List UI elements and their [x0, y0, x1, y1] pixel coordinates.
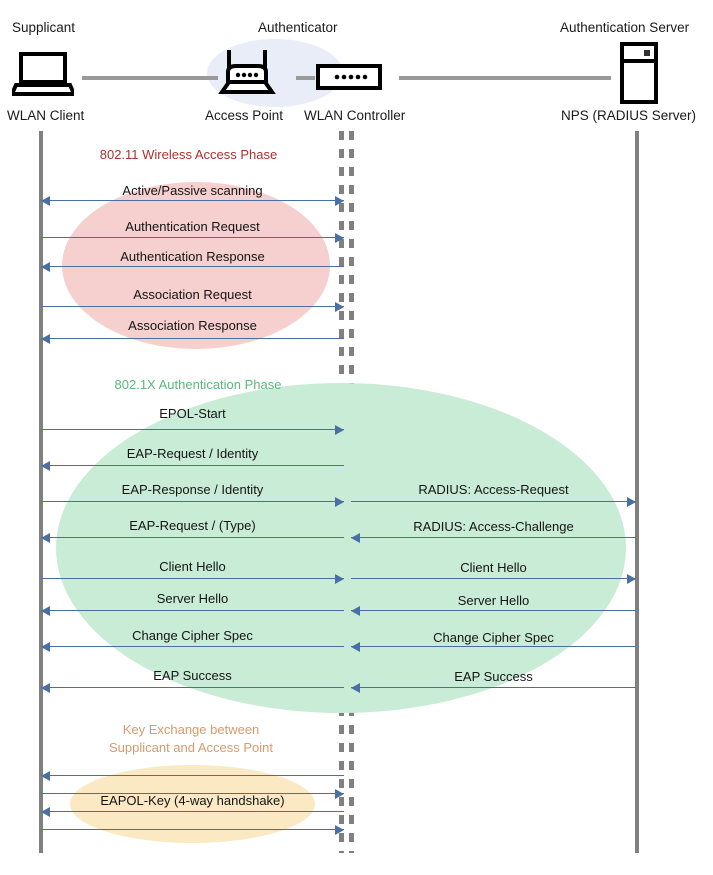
phase-key-exchange-message-arrow — [41, 793, 344, 794]
phase-8021x-arrow-head — [41, 606, 50, 616]
phase-80211-message-label: Authentication Request — [125, 219, 260, 234]
laptop-icon — [12, 52, 74, 96]
phase-8021x-message-arrow — [41, 646, 344, 647]
phase-80211-arrow-head — [41, 262, 50, 272]
phase-8021x-message-label: Server Hello — [457, 593, 530, 608]
phase-80211-message-arrow — [41, 237, 344, 238]
phase-key-exchange-message-arrow — [41, 811, 344, 812]
phase-80211-blob — [62, 182, 330, 349]
phase-8021x-arrow-head — [41, 533, 50, 543]
lifeline-authentication-server — [635, 131, 639, 853]
phase-8021x-message-arrow — [351, 578, 636, 579]
phase-8021x-message-arrow — [351, 610, 636, 611]
phase-8021x-blob — [56, 383, 626, 713]
phase-8021x-message-label: EAP-Response / Identity — [121, 482, 264, 497]
phase-8021x-message-label: Client Hello — [460, 560, 527, 575]
lifeline-supplicant — [39, 131, 43, 853]
phase-8021x-message-arrow — [351, 501, 636, 502]
phase-8021x-arrow-head — [351, 683, 360, 693]
phase-8021x-message-arrow — [41, 429, 344, 430]
phase-8021x-message-label: Client Hello — [159, 559, 226, 574]
phase-8021x-message-arrow — [351, 646, 636, 647]
phase-8021x-message-arrow — [41, 687, 344, 688]
phase-8021x-arrow-head — [41, 642, 50, 652]
phase-key-exchange-arrow-head — [335, 789, 344, 799]
wireless-access-point-icon — [218, 50, 276, 94]
phase-80211-message-arrow — [41, 266, 344, 267]
phase-80211-arrow-head — [335, 196, 344, 206]
phase-8021x-message-label: Server Hello — [156, 591, 229, 606]
phase-80211-arrow-head — [41, 196, 50, 206]
phase-8021x-message-arrow — [41, 578, 344, 579]
phase-8021x-message-arrow — [41, 537, 344, 538]
phase-80211-arrow-head — [335, 233, 344, 243]
phase-8021x-message-arrow — [41, 465, 344, 466]
phase-80211-message-arrow — [41, 200, 344, 201]
phase-8021x-arrow-head — [335, 497, 344, 507]
phase-8021x-message-label: EAP-Request / (Type) — [129, 518, 256, 533]
wire-client-to-ap — [82, 76, 218, 80]
actor-device-access-point: Access Point — [205, 108, 284, 123]
phase-8021x-message-arrow — [41, 501, 344, 502]
phase-key-exchange-arrow-head — [41, 807, 50, 817]
actor-role-supplicant: Supplicant — [12, 20, 76, 35]
actor-device-wlan-client: WLAN Client — [7, 108, 85, 123]
wire-controller-to-server — [399, 76, 611, 80]
actor-device-nps-radius-server: NPS (RADIUS Server) — [561, 108, 697, 123]
phase-80211-title: 802.11 Wireless Access Phase — [99, 147, 278, 162]
phase-8021x-arrow-head — [627, 497, 636, 507]
phase-8021x-arrow-head — [351, 606, 360, 616]
phase-80211-message-label: Association Response — [128, 318, 257, 333]
actor-device-wlan-controller: WLAN Controller — [304, 108, 406, 123]
phase-8021x-title: 802.1X Authentication Phase — [114, 377, 282, 392]
phase-8021x-message-label: Change Cipher Spec — [433, 630, 554, 645]
phase-80211-message-arrow — [41, 338, 344, 339]
actor-role-authenticator: Authenticator — [258, 20, 338, 35]
phase-8021x-message-label: EPOL-Start — [159, 406, 226, 421]
phase-8021x-arrow-head — [351, 533, 360, 543]
phase-80211-message-label: Association Request — [133, 287, 252, 302]
phase-key-exchange-message-arrow — [41, 829, 344, 830]
server-rack-icon — [620, 42, 658, 104]
phase-8021x-arrow-head — [41, 461, 50, 471]
phase-8021x-arrow-head — [335, 425, 344, 435]
phase-8021x-message-label: Change Cipher Spec — [132, 628, 253, 643]
phase-8021x-arrow-head — [627, 574, 636, 584]
phase-8021x-message-arrow — [351, 537, 636, 538]
phase-8021x-arrow-head — [351, 642, 360, 652]
phase-8021x-message-label: EAP Success — [153, 668, 232, 683]
phase-8021x-message-arrow — [351, 687, 636, 688]
phase-8021x-arrow-head — [41, 683, 50, 693]
wlan-controller-icon — [316, 64, 382, 90]
phase-8021x-message-arrow — [41, 610, 344, 611]
phase-8021x-message-label: EAP Success — [454, 669, 533, 684]
phase-key-exchange-arrow-head — [41, 771, 50, 781]
wire-ap-to-controller — [296, 76, 315, 80]
phase-80211-arrow-head — [335, 302, 344, 312]
phase-key-exchange-message-label: EAPOL-Key (4-way handshake) — [100, 793, 285, 808]
actor-role-authentication-server: Authentication Server — [560, 20, 690, 35]
phase-80211-arrow-head — [41, 334, 50, 344]
phase-key-exchange-blob — [70, 765, 315, 843]
phase-8021x-message-label: RADIUS: Access-Challenge — [413, 519, 574, 534]
phase-8021x-message-label: RADIUS: Access-Request — [418, 482, 569, 497]
phase-key-exchange-title: Key Exchange between Supplicant and Acce… — [108, 722, 274, 755]
phase-key-exchange-arrow-head — [335, 825, 344, 835]
phase-80211-message-label: Active/Passive scanning — [122, 183, 263, 198]
phase-key-exchange-message-arrow — [41, 775, 344, 776]
phase-8021x-arrow-head — [335, 574, 344, 584]
phase-80211-message-arrow — [41, 306, 344, 307]
phase-8021x-message-label: EAP-Request / Identity — [126, 446, 259, 461]
phase-80211-message-label: Authentication Response — [120, 249, 265, 264]
